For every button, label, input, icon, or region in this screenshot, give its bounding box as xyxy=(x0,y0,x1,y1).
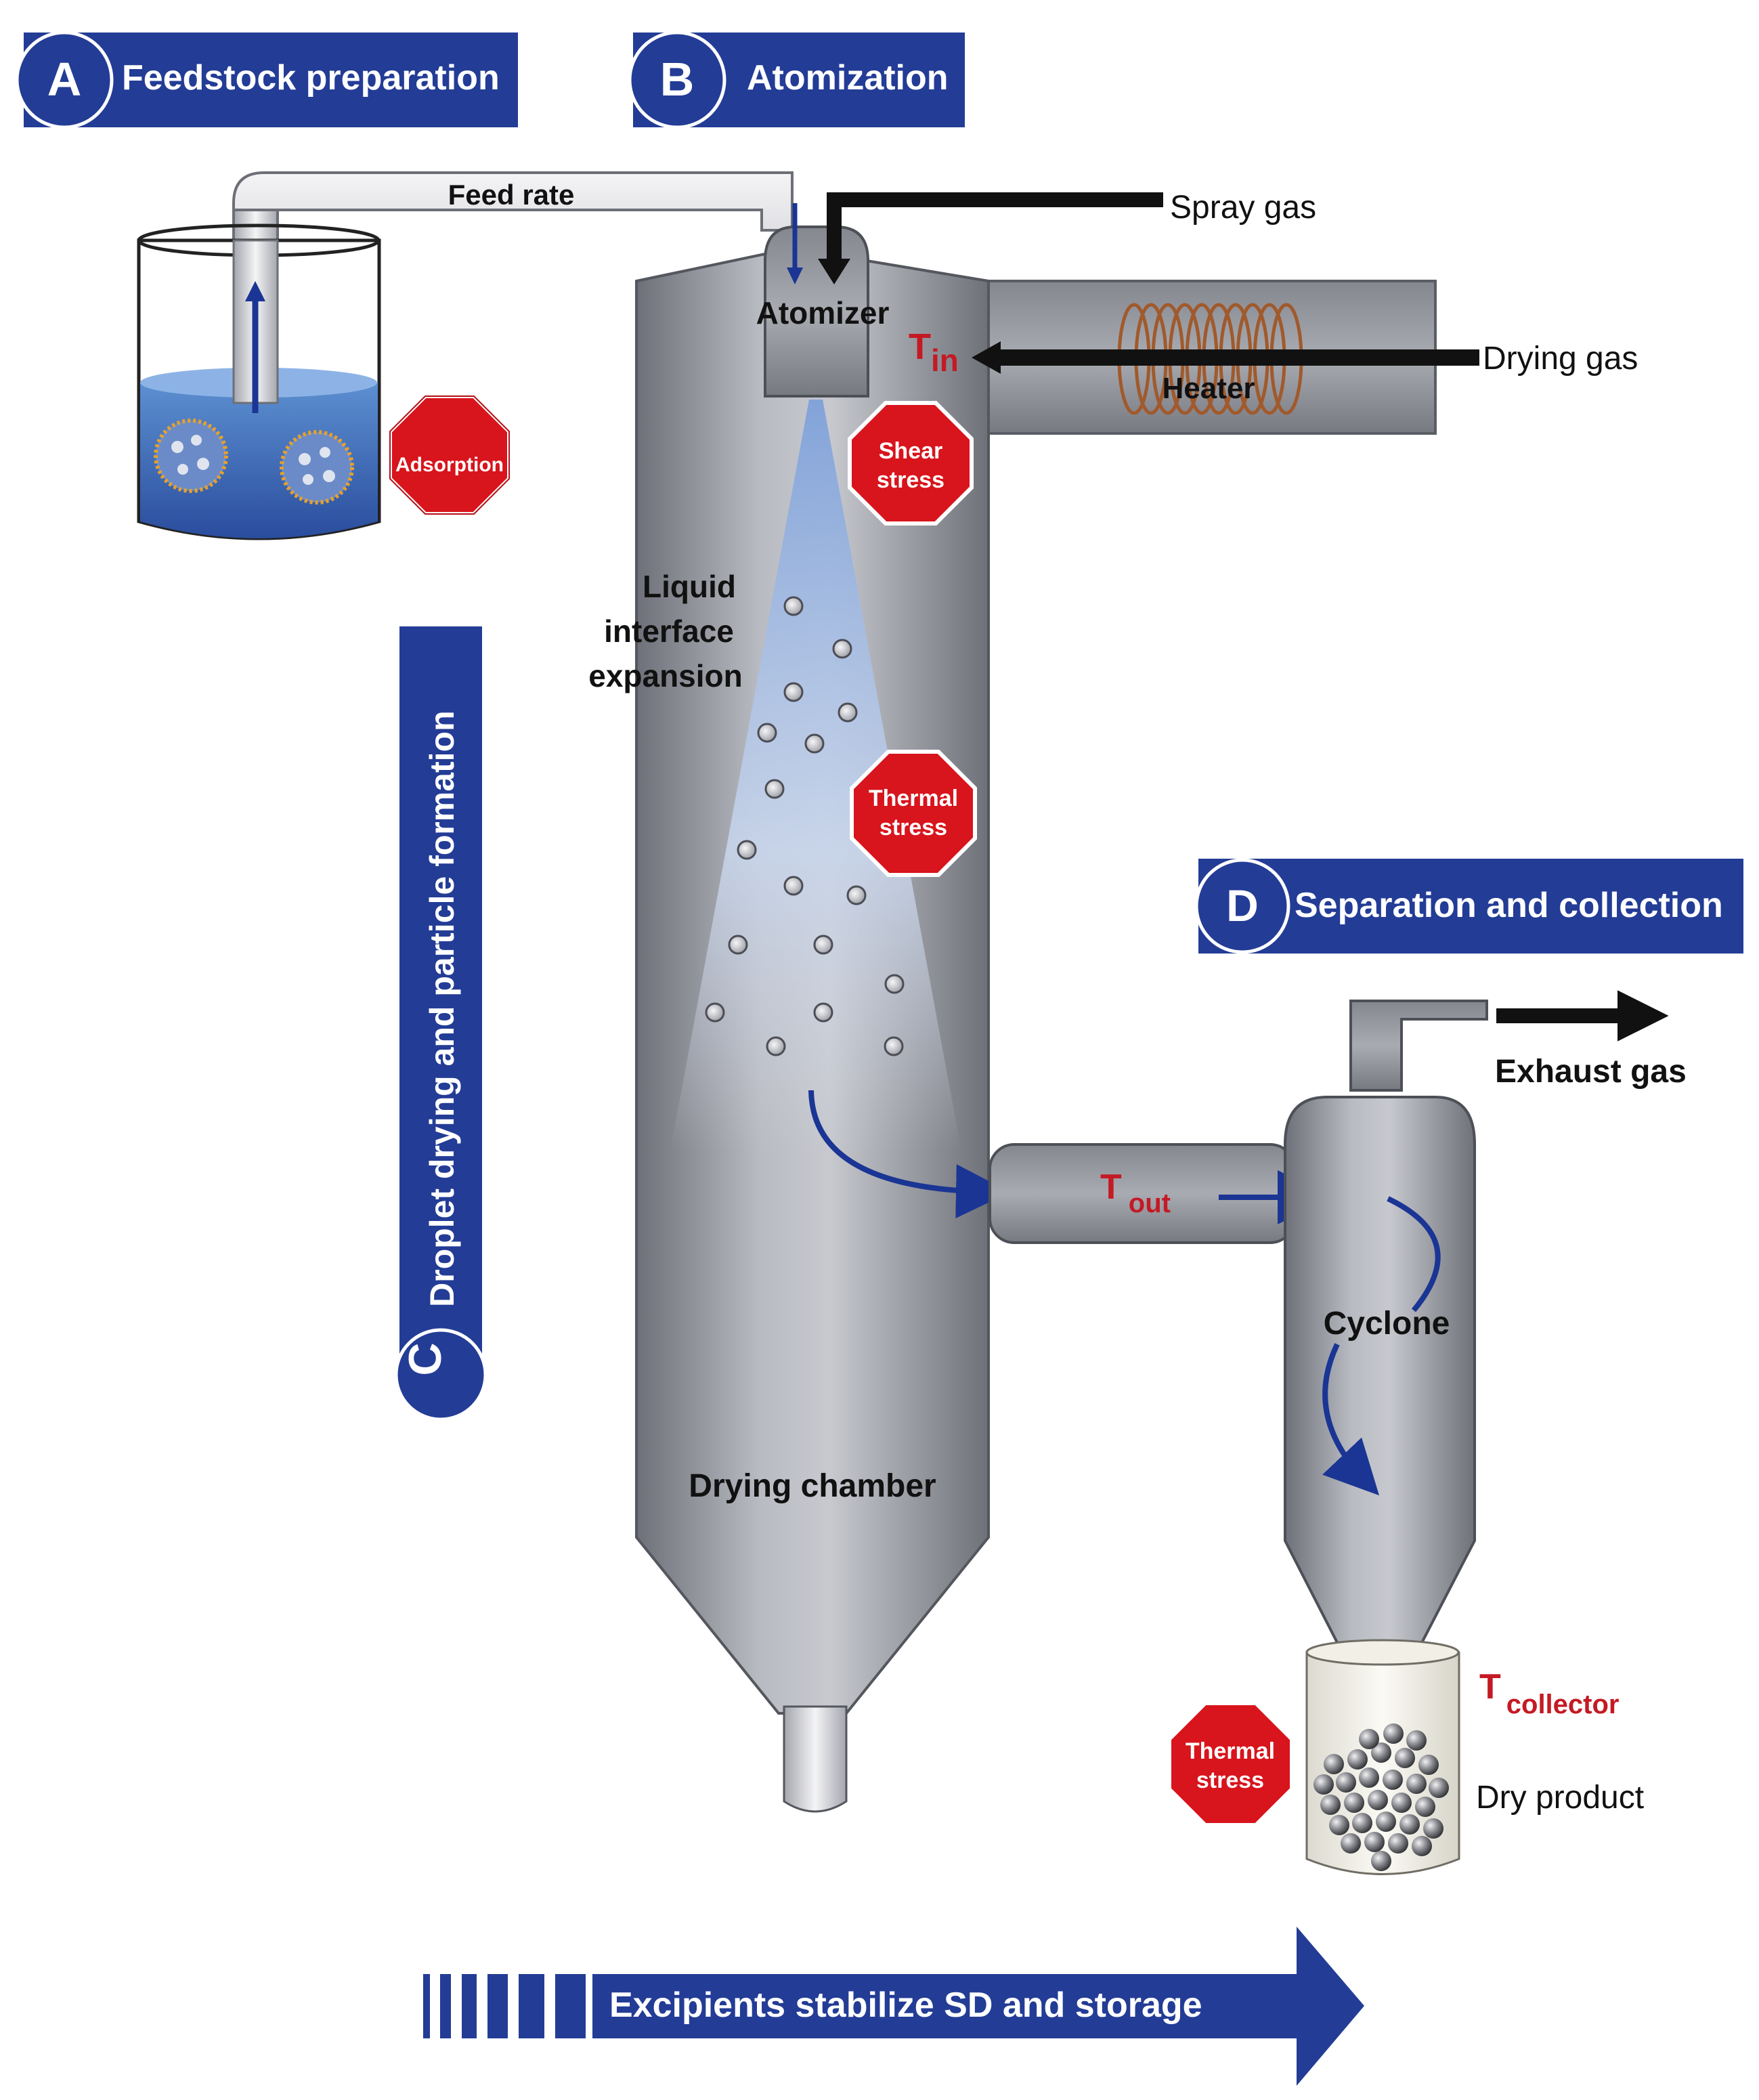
stage-d-title: Separation and collection xyxy=(1295,886,1723,925)
liquid-label-line2: interface xyxy=(604,614,734,649)
liquid-label-line3: expansion xyxy=(588,658,743,693)
thermal-stress-stop-sign: Thermal stress xyxy=(850,750,977,877)
feed-beaker xyxy=(137,223,381,540)
excipients-arrow-label: Excipients stabilize SD and storage xyxy=(609,1986,1202,2025)
stage-a-letter: A xyxy=(47,53,82,106)
stage-d-letter: D xyxy=(1226,880,1259,930)
dry-product-label: Dry product xyxy=(1476,1780,1644,1816)
stage-c-banner: C Droplet drying and particle formation xyxy=(394,626,487,1421)
shear-text-line1: Shear xyxy=(879,438,943,464)
excipients-arrow xyxy=(423,1927,1364,2086)
spray-gas-label: Spray gas xyxy=(1170,190,1316,226)
spray-gas-arrow xyxy=(818,192,1163,284)
adsorption-stop-sign: Adsorption xyxy=(388,394,511,516)
liposome-icon xyxy=(154,419,228,493)
thermal-text-line1: Thermal xyxy=(869,786,958,811)
liposome-icon xyxy=(280,430,354,505)
cyclone-flow-arrow xyxy=(1387,1196,1441,1312)
feed-rate-label: Feed rate xyxy=(448,179,575,211)
stage-c-letter: C xyxy=(399,1342,451,1375)
stage-d-banner: D Separation and collection xyxy=(1194,858,1743,954)
atomizer-label: Atomizer xyxy=(756,295,890,330)
liquid-label-line1: Liquid xyxy=(643,569,736,604)
thermal-stress-collector-stop-sign: Thermal stress xyxy=(1167,1701,1294,1827)
shear-stress-stop-sign: Shear stress xyxy=(848,401,974,526)
drying-chamber-label: Drying chamber xyxy=(689,1468,936,1504)
exhaust-arrow xyxy=(1496,990,1669,1042)
stage-b-letter: B xyxy=(660,53,695,106)
adsorption-text: Adsorption xyxy=(395,454,504,476)
stage-a-title: Feedstock preparation xyxy=(122,58,500,98)
droplets xyxy=(705,596,905,1056)
cyclone xyxy=(1284,1000,1488,1657)
flow-arrow xyxy=(808,1090,1010,1219)
exhaust-gas-label: Exhaust gas xyxy=(1495,1054,1687,1090)
shear-text-line2: stress xyxy=(877,467,944,493)
stage-c-title: Droplet drying and particle formation xyxy=(423,710,461,1307)
thermal-collector-text-line1: Thermal xyxy=(1186,1738,1275,1764)
thermal-text-line2: stress xyxy=(880,815,947,840)
stage-a-banner: A Feedstock preparation xyxy=(15,30,518,129)
drying-gas-arrow xyxy=(972,341,1479,374)
stage-b-banner: B Atomization xyxy=(628,30,965,129)
t-in-label: Tin xyxy=(909,326,959,378)
dry-product-particles xyxy=(1313,1723,1449,1871)
chamber-outlet xyxy=(783,1705,848,1813)
stage-b-title: Atomization xyxy=(747,58,949,98)
heater-label: Heater xyxy=(1163,372,1255,405)
thermal-collector-text-line2: stress xyxy=(1196,1767,1264,1793)
cyclone-label: Cyclone xyxy=(1324,1306,1450,1342)
drying-gas-label: Drying gas xyxy=(1483,341,1638,377)
spray-cone xyxy=(670,400,961,1151)
cyclone-flow-arrow xyxy=(1322,1343,1379,1496)
